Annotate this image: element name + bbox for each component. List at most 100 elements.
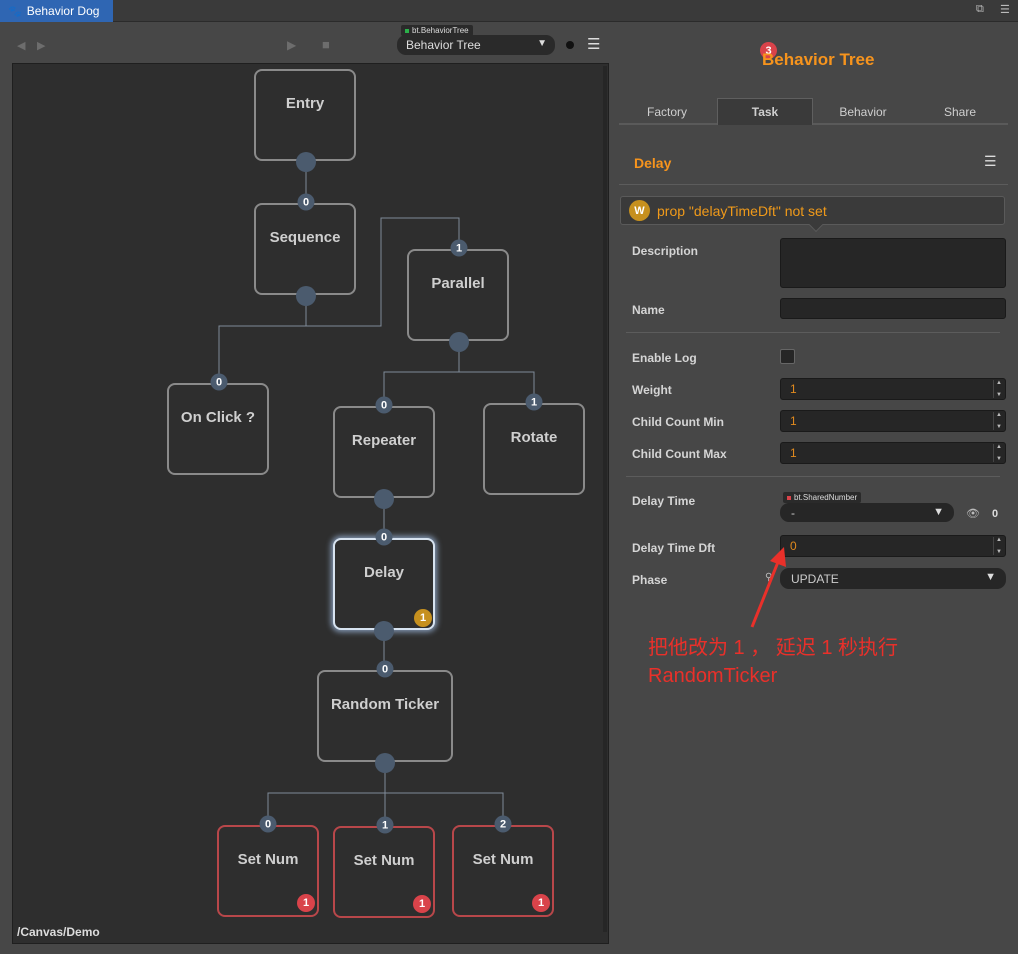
node-parallel[interactable]: Parallel bbox=[407, 249, 509, 341]
weight-label: Weight bbox=[632, 383, 672, 397]
node-label: Random Ticker bbox=[330, 696, 440, 713]
child-index: 0 bbox=[210, 373, 228, 391]
tab-label: Behavior Dog bbox=[26, 4, 100, 18]
back-icon[interactable]: ◀ bbox=[17, 40, 26, 52]
delay-time-dft-field[interactable]: 0 ▲▼ bbox=[780, 535, 1006, 557]
caret-down-icon: ▼ bbox=[537, 38, 547, 49]
shared-type-badge: bt.SharedNumber bbox=[783, 492, 862, 503]
notification-count-badge: 3 bbox=[760, 42, 777, 59]
connections bbox=[218, 162, 535, 826]
tab-behavior[interactable]: Behavior bbox=[839, 104, 887, 119]
inspector-tabs: Factory Task Behavior Share bbox=[619, 98, 1008, 125]
error-count-badge: 1 bbox=[297, 894, 315, 912]
delay-time-dft-value: 0 bbox=[790, 539, 797, 553]
delay-time-value: - bbox=[791, 505, 795, 520]
description-field[interactable] bbox=[780, 238, 1006, 288]
canvas-path: /Canvas/Demo bbox=[17, 925, 100, 939]
output-port[interactable] bbox=[296, 152, 316, 172]
node-label: Set Num bbox=[472, 851, 534, 868]
forward-icon[interactable]: ▶ bbox=[37, 40, 46, 52]
name-label: Name bbox=[632, 303, 665, 317]
record-icon[interactable] bbox=[566, 41, 574, 49]
delay-time-dft-stepper[interactable]: ▲▼ bbox=[993, 537, 1004, 555]
output-port[interactable] bbox=[374, 489, 394, 509]
error-count-badge: 1 bbox=[532, 894, 550, 912]
toolbar-menu-icon[interactable]: ☰ bbox=[587, 36, 601, 53]
warning-message: W prop "delayTimeDft" not set bbox=[620, 196, 1005, 233]
phase-select[interactable]: UPDATE ▼ bbox=[780, 568, 1006, 589]
type-color-icon bbox=[405, 28, 409, 33]
tree-select[interactable]: Behavior Tree ▼ bbox=[397, 35, 555, 55]
output-port[interactable] bbox=[296, 286, 316, 306]
node-sequence[interactable]: Sequence bbox=[254, 203, 356, 295]
menu-icon[interactable]: ☰ bbox=[1000, 4, 1010, 16]
warning-icon: W bbox=[629, 200, 650, 221]
node-label: Set Num bbox=[353, 852, 415, 869]
inspector-title: Behavior Tree bbox=[762, 50, 875, 69]
tree-canvas[interactable]: Entry Sequence 0 Parallel 1 On Click ? 0… bbox=[12, 63, 609, 944]
child-count-max-field[interactable]: 1 ▲▼ bbox=[780, 442, 1006, 464]
tab-factory[interactable]: Factory bbox=[646, 104, 687, 119]
divider bbox=[626, 476, 1000, 477]
annotation-line-2: RandomTicker bbox=[648, 665, 778, 687]
warning-text: prop "delayTimeDft" not set bbox=[657, 202, 827, 219]
restore-icon[interactable]: ⧉ bbox=[976, 3, 984, 15]
paw-icon: 🐾 bbox=[8, 5, 22, 18]
output-port[interactable] bbox=[374, 621, 394, 641]
eye-icon[interactable]: 👁 bbox=[966, 508, 980, 520]
enable-log-checkbox[interactable] bbox=[780, 349, 795, 364]
node-label: Entry bbox=[285, 95, 325, 112]
child-index: 1 bbox=[450, 239, 468, 257]
node-set-num-1[interactable]: Set Num 1 bbox=[333, 826, 435, 918]
tab-behavior-dog[interactable]: 🐾 Behavior Dog bbox=[0, 0, 113, 22]
node-rotate[interactable]: Rotate bbox=[483, 403, 585, 495]
child-index: 0 bbox=[259, 815, 277, 833]
name-field[interactable] bbox=[780, 298, 1006, 319]
canvas-scrollbar[interactable] bbox=[603, 66, 607, 932]
tab-share[interactable]: Share bbox=[943, 104, 977, 119]
child-count-min-value: 1 bbox=[790, 414, 797, 428]
node-label: On Click ? bbox=[180, 409, 256, 426]
delay-time-dft-label: Delay Time Dft bbox=[632, 541, 716, 555]
type-color-icon bbox=[787, 495, 791, 500]
weight-field[interactable]: 1 ▲▼ bbox=[780, 378, 1006, 400]
tab-task[interactable]: Task bbox=[717, 98, 813, 125]
child-index: 1 bbox=[376, 816, 394, 834]
annotation-arrow bbox=[750, 547, 786, 628]
tree-type-badge: bt.BehaviorTree bbox=[401, 25, 473, 36]
node-label: Repeater bbox=[351, 432, 417, 449]
node-on-click[interactable]: On Click ? bbox=[167, 383, 269, 475]
child-count-max-stepper[interactable]: ▲▼ bbox=[993, 444, 1004, 462]
shared-type-label: bt.SharedNumber bbox=[794, 493, 858, 502]
link-icon[interactable]: ⚲ bbox=[765, 572, 773, 583]
tree-type-label: bt.BehaviorTree bbox=[412, 26, 469, 35]
stop-icon[interactable]: ■ bbox=[322, 37, 330, 52]
node-label: Sequence bbox=[269, 229, 341, 246]
child-count-max-label: Child Count Max bbox=[632, 447, 727, 461]
node-delay[interactable]: Delay 1 bbox=[333, 538, 435, 630]
child-index: 1 bbox=[525, 393, 543, 411]
divider bbox=[619, 184, 1008, 185]
child-count-min-stepper[interactable]: ▲▼ bbox=[993, 412, 1004, 430]
weight-stepper[interactable]: ▲▼ bbox=[993, 380, 1004, 398]
node-label: Set Num bbox=[237, 851, 299, 868]
node-random-ticker[interactable]: Random Ticker bbox=[317, 670, 453, 762]
output-port[interactable] bbox=[449, 332, 469, 352]
delay-time-select[interactable]: - ▼ bbox=[780, 503, 954, 522]
play-icon[interactable]: ▶ bbox=[287, 38, 297, 52]
child-count-min-field[interactable]: 1 ▲▼ bbox=[780, 410, 1006, 432]
child-index: 0 bbox=[375, 528, 393, 546]
node-entry[interactable]: Entry bbox=[254, 69, 356, 161]
node-set-num-2[interactable]: Set Num 1 bbox=[452, 825, 554, 917]
tooltip-pointer bbox=[808, 217, 824, 233]
node-repeater[interactable]: Repeater bbox=[333, 406, 435, 498]
node-set-num-0[interactable]: Set Num 1 bbox=[217, 825, 319, 917]
warning-count-badge: 1 bbox=[414, 609, 432, 627]
node-label: Delay bbox=[363, 564, 405, 581]
child-index: 2 bbox=[494, 815, 512, 833]
child-index: 0 bbox=[375, 396, 393, 414]
error-count-badge: 1 bbox=[413, 895, 431, 913]
output-port[interactable] bbox=[375, 753, 395, 773]
section-menu-icon[interactable]: ☰ bbox=[984, 153, 997, 169]
weight-value: 1 bbox=[790, 382, 797, 396]
